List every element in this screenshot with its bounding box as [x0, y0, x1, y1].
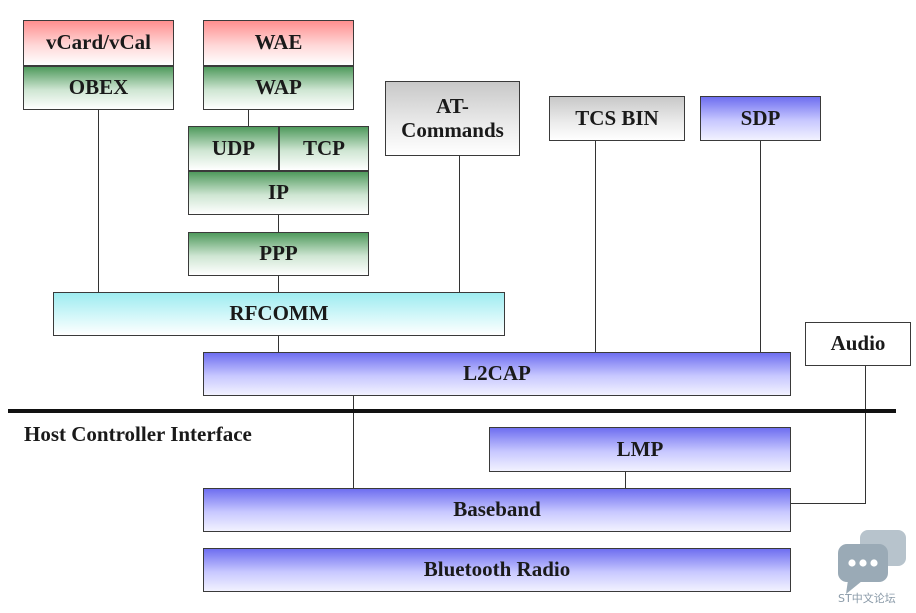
udp-layer: UDP	[188, 126, 279, 171]
ip-layer: IP	[188, 171, 369, 215]
sdp-layer: SDP	[700, 96, 821, 141]
tcp-layer: TCP	[279, 126, 369, 171]
wap-layer: WAP	[203, 66, 354, 110]
connector-tcs-l2cap	[595, 141, 596, 352]
connector-audio-baseband	[775, 503, 866, 504]
ppp-layer: PPP	[188, 232, 369, 276]
connector-obex-rfcomm	[98, 110, 99, 292]
connector-sdp-l2cap	[760, 141, 761, 352]
audio-layer: Audio	[805, 322, 911, 366]
hci-divider	[8, 409, 896, 413]
connector-ip-ppp	[278, 215, 279, 232]
at-commands-layer: AT- Commands	[385, 81, 520, 156]
connector-lmp-baseband	[625, 472, 626, 488]
connector-ppp-rfcomm	[278, 276, 279, 292]
connector-l2cap-baseband	[353, 396, 354, 488]
wae-layer: WAE	[203, 20, 354, 66]
vcard-layer: vCard/vCal	[23, 20, 174, 66]
chat-bubbles-icon	[838, 530, 906, 594]
baseband-layer: Baseband	[203, 488, 791, 532]
hci-label: Host Controller Interface	[24, 422, 252, 446]
lmp-layer: LMP	[489, 427, 791, 472]
connector-at-rfcomm	[459, 156, 460, 292]
l2cap-layer: L2CAP	[203, 352, 791, 396]
radio-layer: Bluetooth Radio	[203, 548, 791, 592]
watermark-text: ST中文论坛	[838, 592, 896, 605]
connector-audio-down	[865, 366, 866, 503]
connector-wap-udp	[248, 110, 249, 126]
tcs-bin-layer: TCS BIN	[549, 96, 685, 141]
rfcomm-layer: RFCOMM	[53, 292, 505, 336]
obex-layer: OBEX	[23, 66, 174, 110]
connector-rfcomm-l2cap	[278, 336, 279, 352]
